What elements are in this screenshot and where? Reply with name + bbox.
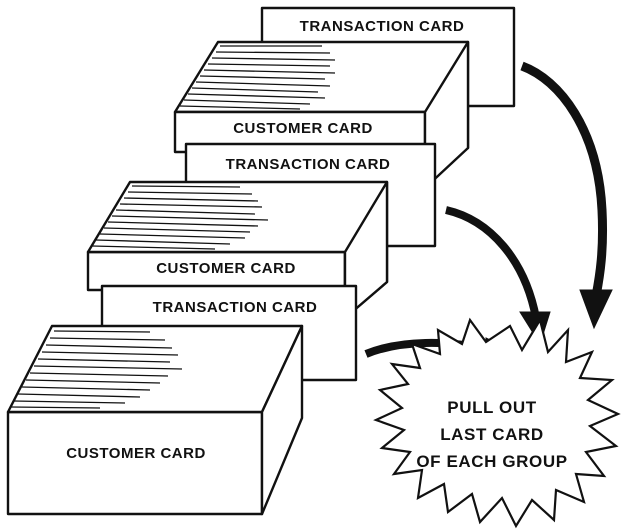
- arrow-right-large-icon: [520, 61, 613, 330]
- starburst-icon: [373, 317, 621, 529]
- customer-card-3-label: CUSTOMER CARD: [66, 445, 206, 462]
- burst-line-3: OF EACH GROUP: [416, 452, 567, 471]
- transaction-card-2-label: TRANSACTION CARD: [226, 156, 391, 173]
- arrow-middle-icon: [445, 206, 551, 346]
- pull-out-burst: PULL OUT LAST CARD OF EACH GROUP: [373, 317, 621, 529]
- card-group-3: CUSTOMER CARD: [6, 324, 304, 516]
- deck-1-edges: [179, 45, 336, 110]
- transaction-card-1-label: TRANSACTION CARD: [300, 18, 465, 35]
- burst-line-2: LAST CARD: [440, 425, 544, 444]
- customer-card-2-label: CUSTOMER CARD: [156, 260, 296, 277]
- deck-3-edges: [10, 330, 183, 409]
- burst-line-1: PULL OUT: [447, 398, 537, 417]
- transaction-card-3-label: TRANSACTION CARD: [153, 299, 318, 316]
- customer-deck-3: CUSTOMER CARD: [6, 324, 304, 516]
- customer-card-1-label: CUSTOMER CARD: [233, 120, 373, 137]
- deck-2-edges: [91, 185, 269, 250]
